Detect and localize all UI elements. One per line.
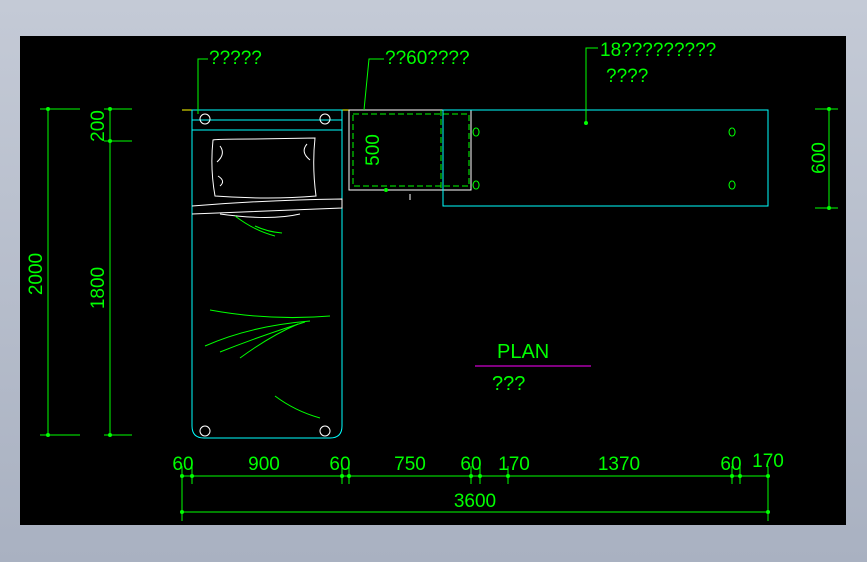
dim-bottom-2: 900 (248, 454, 280, 475)
cabinet-annotation: ??60???? (385, 48, 470, 69)
dim-bottom-6: 170 (498, 454, 530, 475)
dim-left-top: 200 (88, 110, 109, 142)
desk (442, 109, 769, 207)
bedside-cabinet (348, 109, 472, 200)
desk-annotation-line2: ???? (606, 66, 648, 87)
dim-bottom-8: 60 (720, 454, 741, 475)
plan-title: PLAN (497, 341, 549, 363)
dim-total-width: 3600 (454, 491, 496, 512)
dim-bottom-4: 750 (394, 454, 426, 475)
dim-bottom-7: 1370 (598, 454, 640, 475)
dim-bottom-5: 60 (460, 454, 481, 475)
bed (191, 109, 343, 439)
dim-left-main: 1800 (88, 267, 109, 309)
dim-bottom-3: 60 (329, 454, 350, 475)
dim-left-outer: 2000 (26, 253, 47, 295)
cad-drawing-area: ????? ??60???? 18????????? ???? 2000 200… (20, 36, 846, 525)
dim-desk-depth: 600 (809, 142, 830, 174)
dim-bottom-1: 60 (172, 454, 193, 475)
leaders (197, 47, 598, 123)
desk-annotation-line1: 18????????? (600, 40, 716, 61)
blanket-fold (191, 198, 343, 215)
dim-cabinet-depth: 500 (363, 134, 384, 166)
left-dimension-lines (40, 108, 132, 436)
plan-subtitle: ??? (492, 373, 525, 395)
pillow (211, 137, 317, 199)
right-dimension-lines (815, 108, 838, 209)
floor-plan-svg: ????? ??60???? 18????????? ???? 2000 200… (26, 40, 838, 521)
dim-bottom-9: 170 (752, 451, 784, 472)
bed-annotation: ????? (209, 48, 262, 69)
